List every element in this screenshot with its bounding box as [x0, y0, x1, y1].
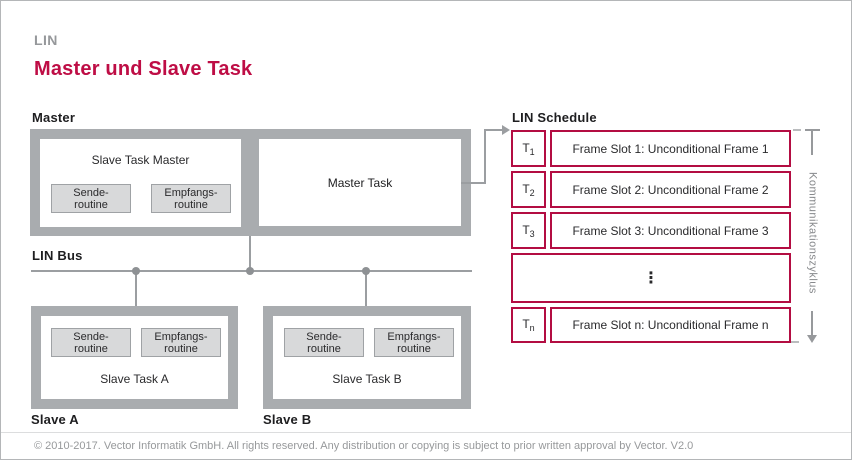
receive-routine-box: Empfangs- routine — [374, 328, 454, 357]
lin-schedule-label: LIN Schedule — [512, 110, 597, 125]
receive-routine-box: Empfangs- routine — [151, 184, 231, 213]
frame-slot-label: Frame Slot n: Unconditional Frame n — [572, 318, 769, 332]
bus-junction-dot — [132, 267, 140, 275]
schedule-time-cell: T1 — [511, 130, 546, 167]
schedule-frame-cell: Frame Slot 3: Unconditional Frame 3 — [550, 212, 791, 249]
master-label: Master — [32, 110, 76, 125]
frame-slot-label: Frame Slot 1: Unconditional Frame 1 — [572, 141, 769, 156]
tick-dash — [793, 129, 801, 131]
send-routine-box: Sende- routine — [51, 184, 131, 213]
send-routine-label-2: routine — [74, 342, 108, 355]
connector-line — [484, 129, 486, 184]
time-label: T2 — [522, 181, 535, 198]
receive-routine-label-2: routine — [174, 198, 208, 211]
schedule-time-cell: Tn — [511, 307, 546, 343]
master-box: Slave Task Master Sende- routine Empfang… — [30, 129, 471, 236]
time-label: Tn — [522, 317, 535, 333]
send-routine-label: Sende- — [73, 186, 109, 199]
receive-routine-label-2: routine — [164, 342, 198, 355]
slave-b-bus-drop-line — [365, 271, 367, 306]
master-task-title: Master Task — [327, 175, 393, 190]
slave-task-a-box: Sende- routine Empfangs- routine Slave T… — [41, 316, 228, 399]
receive-routine-label: Empfangs- — [387, 330, 441, 343]
send-routine-label-2: routine — [307, 342, 341, 355]
time-label: T1 — [522, 140, 535, 157]
send-routine-label: Sende- — [306, 330, 342, 343]
axis-line — [811, 311, 813, 336]
footer-divider — [1, 432, 851, 433]
arrow-down-icon — [807, 335, 817, 343]
copyright-text: © 2010-2017. Vector Informatik GmbH. All… — [34, 440, 694, 452]
slave-task-a-title: Slave Task A — [100, 372, 169, 386]
slave-task-master-title: Slave Task Master — [91, 153, 190, 167]
bus-junction-dot — [246, 267, 254, 275]
schedule-frame-cell: Frame Slot 1: Unconditional Frame 1 — [550, 130, 791, 167]
schedule-frame-cell: Frame Slot n: Unconditional Frame n — [550, 307, 791, 343]
connector-line — [461, 182, 486, 184]
send-routine-label: Sende- — [73, 330, 109, 343]
arrow-right-icon — [502, 125, 510, 135]
schedule-frame-cell: Frame Slot 2: Unconditional Frame 2 — [550, 171, 791, 208]
lin-bus-label: LIN Bus — [32, 248, 83, 263]
frame-slot-label: Frame Slot 3: Unconditional Frame 3 — [572, 223, 769, 238]
send-routine-label-2: routine — [74, 198, 108, 211]
slave-b-box: Sende- routine Empfangs- routine Slave T… — [263, 306, 471, 409]
send-routine-box: Sende- routine — [51, 328, 131, 357]
slave-task-b-title: Slave Task B — [332, 372, 402, 386]
time-label: T3 — [522, 222, 535, 239]
slave-task-master-box: Slave Task Master Sende- routine Empfang… — [40, 139, 241, 227]
slave-a-bus-drop-line — [135, 271, 137, 306]
connector-line — [484, 129, 503, 131]
communication-cycle-label: Kommunikationszyklus — [806, 172, 819, 294]
master-bus-drop-line — [249, 236, 251, 271]
receive-routine-label: Empfangs- — [154, 330, 208, 343]
slave-b-label: Slave B — [263, 412, 312, 427]
receive-routine-box: Empfangs- routine — [141, 328, 221, 357]
frame-slot-label: Frame Slot 2: Unconditional Frame 2 — [572, 182, 769, 197]
master-task-box: Master Task — [259, 139, 461, 226]
schedule-ellipsis-cell: ⋮ — [511, 253, 791, 303]
bus-junction-dot — [362, 267, 370, 275]
ellipsis-label: ⋮ — [643, 270, 659, 287]
send-routine-box: Sende- routine — [284, 328, 364, 357]
schedule-time-cell: T2 — [511, 171, 546, 208]
axis-line — [811, 129, 813, 155]
slave-task-b-box: Sende- routine Empfangs- routine Slave T… — [273, 316, 461, 399]
tick-dash — [791, 341, 799, 343]
receive-routine-label-2: routine — [397, 342, 431, 355]
receive-routine-label: Empfangs- — [164, 186, 218, 199]
slave-a-box: Sende- routine Empfangs- routine Slave T… — [31, 306, 238, 409]
category-label: LIN — [34, 32, 58, 48]
schedule-time-cell: T3 — [511, 212, 546, 249]
slave-a-label: Slave A — [31, 412, 79, 427]
page-title: Master und Slave Task — [34, 58, 253, 80]
